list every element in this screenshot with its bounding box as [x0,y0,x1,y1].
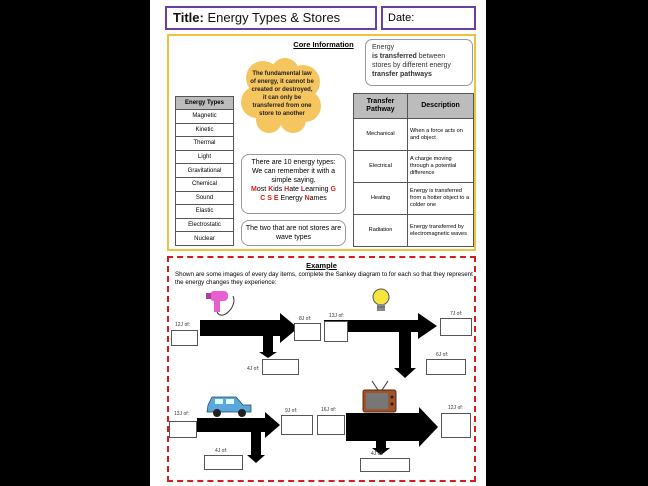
pathway-name: Mechanical [353,118,408,151]
sankey-arrow-tv [346,407,438,455]
sankey-arrow-hairdryer [200,313,298,358]
answer-box[interactable] [171,330,198,346]
pathway-name: Radiation [353,214,408,247]
label-tv-useful: 12J of: [448,405,464,411]
label-car-waste: 4J of: [215,448,228,454]
cloud-shape [241,58,321,133]
description-header: Description [407,93,474,119]
sankey-arrow-lightbulb [324,313,437,378]
mnemonic-letter: H [284,186,290,193]
mnemonic-letter: L [300,186,306,193]
label-lightbulb-input: 13J of: [329,313,345,319]
title-text: Energy Types & Stores [207,10,341,25]
answer-box[interactable] [294,323,321,341]
mnemonic-letter: N [304,195,310,202]
ten-types-line-2: We can remember it with a simple saying. [251,168,336,184]
transfer-bubble-word-4: between stores by different energy [372,53,451,69]
answer-box[interactable] [360,458,410,472]
pathway-name: Heating [353,182,408,215]
mnemonic-rest: ost [256,186,269,193]
energy-types-header: Energy Types [175,96,234,110]
example-panel: Example Shown are some images of every d… [167,256,476,482]
label-car-useful: 9J of: [285,408,298,414]
pathway-header: Transfer Pathway [353,93,408,119]
transfer-bubble-word-5: transfer pathways [372,71,432,78]
label-tv-waste: 4J of: [371,451,384,457]
example-heading: Example [306,261,337,270]
transfer-bubble-word-1: Energy [372,44,395,51]
mnemonic: Most Kids Hate Learning G C S E Energy N… [245,185,342,203]
label-car-input: 13J of: [174,411,190,417]
ten-types-bubble: There are 10 energy types: We can rememb… [241,154,346,214]
mnemonic-letter: M [251,186,257,193]
mnemonic-rest: Energy [278,195,305,202]
tv-icon [362,380,397,413]
core-heading: Core Information [293,40,354,49]
title-label: Title: [173,10,204,25]
mnemonic-rest: ames [309,195,327,202]
mnemonic-letter: S [267,195,272,202]
mnemonic-letter: K [268,186,274,193]
answer-box[interactable] [324,321,348,342]
title-box[interactable]: Title: Energy Types & Stores [165,6,377,30]
car-icon [206,396,252,417]
mnemonic-rest: ate [289,186,301,193]
lightbulb-icon [372,288,390,311]
pathway-description: A charge moving through a potential diff… [407,150,474,183]
pathway-description: Energy transferred by electromagnetic wa… [407,214,474,247]
ten-types-line-1: There are 10 energy types: [251,159,336,166]
label-lightbulb-waste: 6J of: [436,352,449,358]
energy-type-cell: Nuclear [175,231,234,246]
core-information-panel: Core Information The fundamental law of … [167,34,476,251]
mnemonic-letter: G [330,186,336,193]
answer-box[interactable] [440,318,472,336]
transfer-bubble: Energy is transferred between stores by … [365,39,473,86]
transfer-bubble-word-2: is [372,53,378,60]
mnemonic-rest: ids [273,186,285,193]
pathway-description: Energy is transferred from a hotter obje… [407,182,474,215]
answer-box[interactable] [204,455,243,470]
label-tv-input: 16J of: [321,407,337,413]
wave-types-bubble: The two that are not stores are wave typ… [241,220,346,246]
example-instructions: Shown are some images of every day items… [175,271,473,286]
law-of-energy-text: The fundamental law of energy, it cannot… [250,71,314,117]
label-lightbulb-useful: 7J of: [450,311,463,317]
answer-box[interactable] [426,359,466,375]
answer-box[interactable] [262,359,299,375]
answer-box[interactable] [441,413,471,438]
energy-types-table: Energy Types Magnetic Kinetic Thermal Li… [175,96,234,246]
worksheet: Title: Energy Types & Stores Date: Core … [150,0,486,486]
transfer-bubble-word-3: transferred [379,53,417,60]
label-hairdryer-useful: 8J of: [299,316,312,322]
mnemonic-letter: C [260,195,266,202]
label-hairdryer-waste: 4J of: [247,366,260,372]
pathway-description: When a force acts on and object [407,118,474,151]
mnemonic-rest: earning [305,186,331,193]
sankey-arrow-car [197,412,280,463]
answer-box[interactable] [281,415,313,435]
hairdryer-icon [206,291,235,316]
date-label: Date: [388,12,415,24]
label-hairdryer-input: 12J of: [175,322,191,328]
answer-box[interactable] [317,415,345,435]
date-box[interactable]: Date: [381,6,476,30]
mnemonic-letter: E [273,195,279,202]
answer-box[interactable] [169,421,197,438]
sankey-diagrams [197,288,438,463]
